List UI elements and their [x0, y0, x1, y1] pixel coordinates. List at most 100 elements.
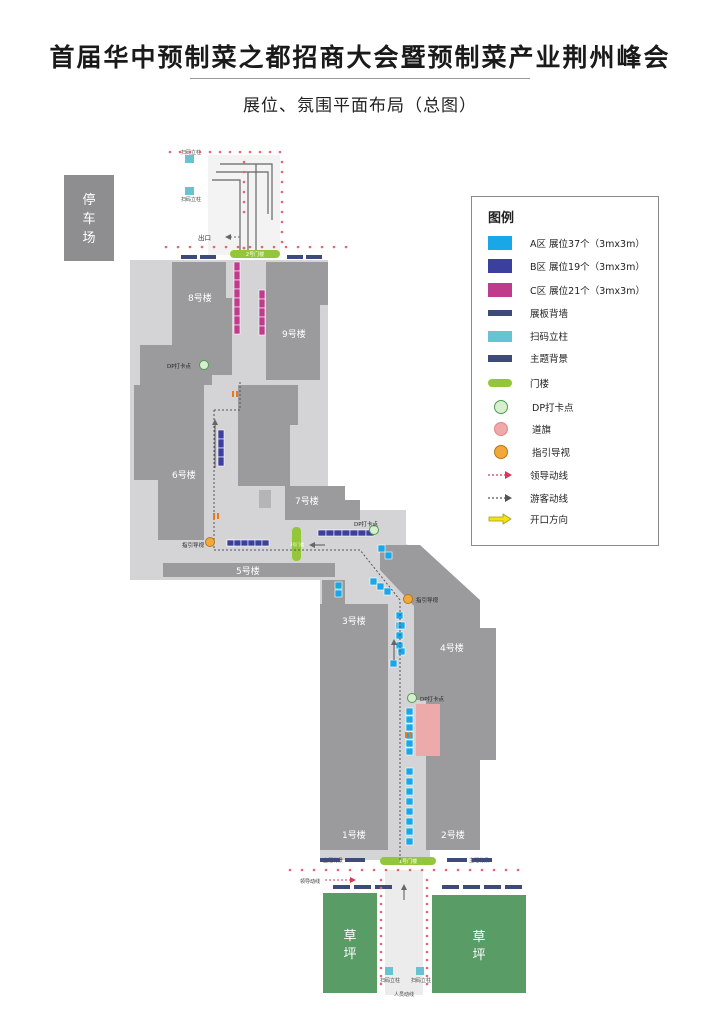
booth-b [261, 539, 270, 547]
road-flag-dot [168, 150, 172, 154]
booth-b [349, 529, 359, 537]
road-flag-dot [300, 868, 304, 872]
road-flag-dot [308, 245, 312, 249]
page-subtitle: 展位、氛围平面布局（总图） [243, 96, 477, 116]
booth-a [405, 837, 414, 846]
booth-a [405, 797, 414, 806]
board-wall-layer [181, 255, 522, 889]
road-flag-dot [280, 240, 284, 244]
building-8: 8号楼 [172, 262, 232, 345]
road-flag-dot [468, 868, 472, 872]
road-flag-dot [425, 934, 429, 938]
legend-label-guide-sign: 指引导视 [532, 448, 571, 459]
road-flag-dot [379, 902, 383, 906]
legend-symbol-scan-post [488, 330, 512, 342]
road-flag-dot [379, 942, 383, 946]
road-flag-layer [164, 150, 520, 986]
board-wall [505, 885, 522, 889]
scan-post-icon [385, 967, 393, 975]
booth-c [233, 315, 241, 326]
road-flag-dot [425, 886, 429, 890]
board-wall [447, 858, 467, 862]
road-flag-dot [248, 150, 252, 154]
booth-b [317, 529, 327, 537]
scan-post-label: 扫码立柱 [181, 196, 201, 203]
booth-a [376, 582, 385, 591]
svg-text:4号楼: 4号楼 [440, 642, 464, 654]
stage-marker [259, 490, 271, 508]
svg-text:草: 草 [343, 929, 356, 944]
pink-exhibition-area [416, 704, 440, 756]
svg-text:DP打卡点: DP打卡点 [420, 695, 445, 703]
restroom-icon [213, 391, 411, 738]
road-flag-dot [379, 958, 383, 962]
road-flag-dot [242, 200, 246, 204]
legend-item-road-flag: 道旗 [488, 421, 551, 437]
svg-text:指引导视: 指引导视 [182, 541, 205, 549]
road-flag-dot [425, 966, 429, 970]
road-flag-dot [425, 902, 429, 906]
road-flag-dot [258, 150, 262, 154]
legend-label-zone-b: B区 展位19个（3mx3m） [530, 262, 645, 273]
road-flag-dot [372, 868, 376, 872]
svg-text:DP打卡点: DP打卡点 [354, 520, 379, 528]
board-wall [463, 885, 480, 889]
legend-symbol-dp-checkin [494, 400, 508, 414]
road-flag-dot [280, 160, 284, 164]
road-flag-dot [212, 245, 216, 249]
legend-symbol-lead-route [488, 471, 512, 479]
booth-a [405, 807, 414, 816]
road-flag-dot [188, 150, 192, 154]
road-flag-dot [280, 180, 284, 184]
svg-text:9号楼: 9号楼 [282, 328, 306, 340]
booth-a [383, 587, 392, 596]
road-flag-dot [164, 245, 168, 249]
legend-item-dp-checkin: DP打卡点 [488, 399, 574, 415]
road-flag-dot [348, 868, 352, 872]
road-flag-dot [312, 868, 316, 872]
booth-a [397, 621, 406, 630]
road-flag-dot [425, 942, 429, 946]
road-flag-dot [242, 210, 246, 214]
road-flag-dot [384, 868, 388, 872]
dp-checkin-point: DP打卡点 [407, 693, 445, 703]
road-flag-dot [188, 245, 192, 249]
road-flag-dot [242, 246, 246, 250]
booth-c [233, 288, 241, 299]
legend-item-board-wall: 展板背墙 [488, 305, 568, 321]
svg-text:5号楼: 5号楼 [236, 565, 260, 577]
booth-c [233, 297, 241, 308]
booth-b [357, 529, 367, 537]
road-flag-dot [280, 190, 284, 194]
building-9: 9号楼 [266, 262, 328, 380]
road-flag-dot [268, 150, 272, 154]
svg-text:3号楼: 3号楼 [342, 615, 366, 627]
booth-b [254, 539, 263, 547]
legend-title: 图例 [488, 211, 515, 226]
road-flag-dot [278, 150, 282, 154]
booth-a [405, 739, 414, 748]
road-flag-dot [425, 918, 429, 922]
booth-a [405, 817, 414, 826]
road-flag-dot [336, 868, 340, 872]
svg-text:1号楼: 1号楼 [342, 829, 366, 841]
legend-item-zone-b: B区 展位19个（3mx3m） [488, 258, 645, 274]
booth-a [405, 827, 414, 836]
road-flag-dot [260, 245, 264, 249]
road-flag-dot [504, 868, 508, 872]
road-flag-dot [492, 868, 496, 872]
board-wall [375, 885, 392, 889]
road-flag-dot [288, 868, 292, 872]
road-flag-dot [332, 245, 336, 249]
building-8-annex [140, 345, 232, 385]
building-7: 7号楼 [285, 486, 360, 520]
scan-post-icon [416, 967, 424, 975]
booth-c [233, 324, 241, 335]
svg-text:指引导视: 指引导视 [416, 596, 439, 604]
road-flag-dot [200, 245, 204, 249]
road-flag-dot [176, 245, 180, 249]
visitor-route-path [213, 380, 401, 860]
board-wall [333, 885, 350, 889]
parking-lot: 停 车 场 [64, 175, 114, 261]
board-wall [181, 255, 197, 259]
